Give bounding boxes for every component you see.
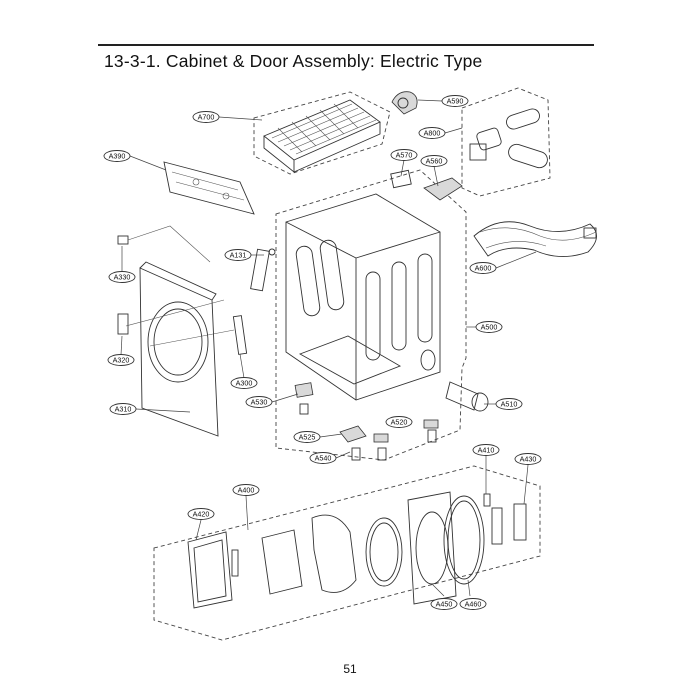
svg-text:A560: A560 [426,157,443,166]
svg-text:A430: A430 [520,455,537,464]
svg-text:A420: A420 [193,510,210,519]
wire-harness-part [473,221,597,257]
callout-a800: A800 [418,127,446,139]
motor-bracket-part [391,91,418,115]
callout-a520: A520 [385,416,413,428]
svg-text:A800: A800 [424,129,441,138]
cabinet-body-part [285,193,441,401]
svg-text:A525: A525 [299,433,316,442]
svg-text:A520: A520 [391,418,408,427]
svg-text:A450: A450 [436,600,453,609]
door-hinge-parts [117,235,276,355]
svg-text:A510: A510 [501,400,518,409]
svg-text:A300: A300 [236,379,253,388]
callout-a131: A131 [224,249,252,261]
svg-text:A400: A400 [238,486,255,495]
front-panel-part [139,261,219,437]
svg-text:A570: A570 [396,151,413,160]
callout-a400: A400 [232,484,260,496]
drum-rear-group-outline [253,91,391,175]
control-cover-part [423,177,463,201]
svg-text:A700: A700 [198,113,215,122]
cabinet-group-outline [275,169,467,461]
callout-a300: A300 [230,377,258,389]
callout-a450: A450 [430,598,458,610]
svg-text:A590: A590 [447,97,464,106]
callout-a310: A310 [109,403,137,415]
lint-grid-part [263,99,381,173]
callout-a540: A540 [309,452,337,464]
callout-a560: A560 [420,155,448,167]
door-group-outline [153,465,541,641]
callout-a320: A320 [107,354,135,366]
svg-text:A410: A410 [478,446,495,455]
svg-text:A600: A600 [475,264,492,273]
callout-a525: A525 [293,431,321,443]
callout-a430: A430 [514,453,542,465]
svg-text:A530: A530 [251,398,268,407]
rear-panel-part [163,161,255,215]
door-assembly-parts [187,491,527,609]
leader-lines [120,99,537,597]
svg-text:A310: A310 [115,405,132,414]
page-number: 51 [343,662,357,676]
callout-a420: A420 [187,508,215,520]
callout-a700: A700 [192,111,220,123]
svg-text:A460: A460 [465,600,482,609]
title-rule [98,44,594,46]
feet-parts [294,382,439,461]
svg-text:A500: A500 [481,323,498,332]
callout-a590: A590 [441,95,469,107]
assembly-guide-lines [125,225,235,347]
callout-a330: A330 [108,271,136,283]
svg-text:A330: A330 [114,273,131,282]
callout-a410: A410 [472,444,500,456]
svg-text:A131: A131 [230,251,247,260]
svg-text:A540: A540 [315,454,332,463]
pcb-bracket-part [390,169,412,189]
callout-a600: A600 [469,262,497,274]
exhaust-pipe-part [445,381,489,412]
svg-text:A390: A390 [109,152,126,161]
duct-group-outline [461,87,551,197]
callout-a510: A510 [495,398,523,410]
callout-a500: A500 [475,321,503,333]
callout-a460: A460 [459,598,487,610]
exhaust-duct-part [469,108,548,169]
callout-a530: A530 [245,396,273,408]
callout-a570: A570 [390,149,418,161]
callout-a390: A390 [103,150,131,162]
page-title: 13-3-1. Cabinet & Door Assembly: Electri… [104,51,483,71]
svg-text:A320: A320 [113,356,130,365]
